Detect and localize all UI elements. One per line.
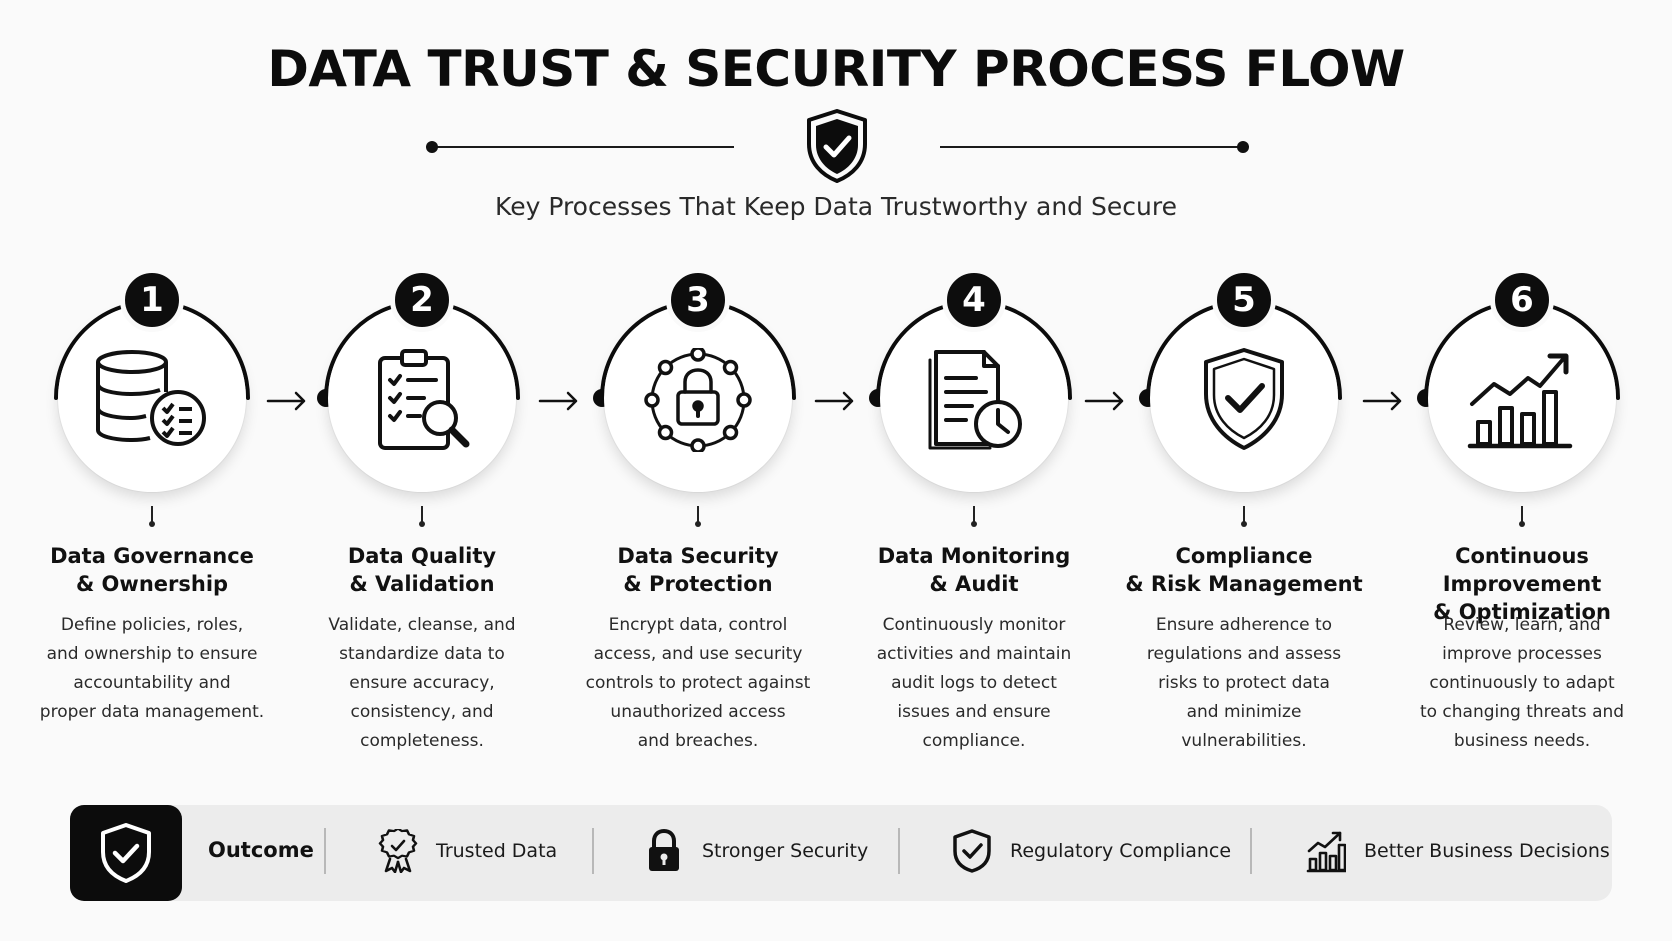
- step-disc: [1150, 304, 1338, 492]
- step-connector-dot: [695, 521, 701, 527]
- header-divider-right: [940, 146, 1243, 148]
- step-disc: [880, 304, 1068, 492]
- outcome-emblem: [70, 805, 182, 901]
- step-connector: [1521, 506, 1523, 524]
- step-connector: [1243, 506, 1245, 524]
- step-title: Data Monitoring& Audit: [877, 544, 1071, 596]
- step-description: Define policies, roles,and ownership to …: [39, 615, 265, 722]
- outcome-item-label: Regulatory Compliance: [1010, 840, 1232, 862]
- step-number-badge: 2: [390, 268, 454, 332]
- step-number-badge: 1: [120, 268, 184, 332]
- document-clock-icon: [928, 350, 1022, 450]
- outcome-item-regulatory-compliance: Regulatory Compliance: [952, 828, 1231, 874]
- step-connector-dot: [971, 521, 977, 527]
- shield-check-icon: [101, 823, 151, 883]
- shield-check-icon: [1204, 348, 1284, 450]
- shield-check-icon: [953, 829, 991, 873]
- step-title: Data Security& Protection: [617, 544, 779, 596]
- step-number-badge: 5: [1212, 268, 1276, 332]
- page-title: DATA TRUST & SECURITY PROCESS FLOW: [267, 40, 1405, 98]
- step-title: Data Quality& Validation: [347, 544, 497, 596]
- award-ribbon-icon: [378, 829, 418, 873]
- step-connector: [151, 506, 153, 524]
- clipboard-magnifier-icon: [378, 349, 470, 450]
- page-subtitle: Key Processes That Keep Data Trustworthy…: [495, 192, 1177, 221]
- outcome-item-stronger-security: Stronger Security: [644, 828, 868, 874]
- step-number-badge: 6: [1490, 268, 1554, 332]
- shield-check-icon: [807, 109, 867, 183]
- step-disc: [58, 304, 246, 492]
- outcome-item-better-business-decisions: Better Business Decisions: [1306, 828, 1610, 874]
- outcome-separator: [324, 828, 326, 874]
- outcome-bar: [70, 805, 1612, 901]
- header-divider-left-dot: [426, 141, 438, 153]
- header-divider-right-dot: [1237, 141, 1249, 153]
- arrow-right-icon: [266, 391, 306, 411]
- bar-chart-icon: [1306, 831, 1346, 873]
- header-divider-left: [432, 146, 734, 148]
- outcome-item-label: Stronger Security: [702, 840, 869, 862]
- step-title: Data Governance& Ownership: [50, 544, 254, 596]
- arrow-right-icon: [1084, 391, 1124, 411]
- step-title: Compliance& Risk Management: [1125, 544, 1363, 596]
- step-disc: [1428, 304, 1616, 492]
- step-title: Continuous Improvement& Optimization: [1433, 544, 1611, 624]
- step-number-badge: 3: [666, 268, 730, 332]
- step-connector-dot: [149, 521, 155, 527]
- step-connector-dot: [1519, 521, 1525, 527]
- arrow-right-icon: [538, 391, 578, 411]
- outcome-label: Outcome: [208, 838, 314, 862]
- padlock-icon: [649, 829, 679, 871]
- step-connector-dot: [419, 521, 425, 527]
- outcome-separator: [898, 828, 900, 874]
- arrow-right-icon: [1362, 391, 1402, 411]
- step-number-badge: 4: [942, 268, 1006, 332]
- step-connector-dot: [1241, 521, 1247, 527]
- arrow-right-icon: [814, 391, 854, 411]
- outcome-item-trusted-data: Trusted Data: [378, 828, 557, 874]
- outcome-separator: [1250, 828, 1252, 874]
- growth-chart-icon: [1467, 353, 1573, 449]
- outcome-item-label: Better Business Decisions: [1364, 840, 1610, 862]
- step-connector: [973, 506, 975, 524]
- step-connector: [697, 506, 699, 524]
- outcome-item-label: Trusted Data: [436, 840, 558, 862]
- outcome-separator: [592, 828, 594, 874]
- step-connector: [421, 506, 423, 524]
- database-checklist-icon: [96, 350, 206, 446]
- padlock-network-icon: [644, 348, 752, 452]
